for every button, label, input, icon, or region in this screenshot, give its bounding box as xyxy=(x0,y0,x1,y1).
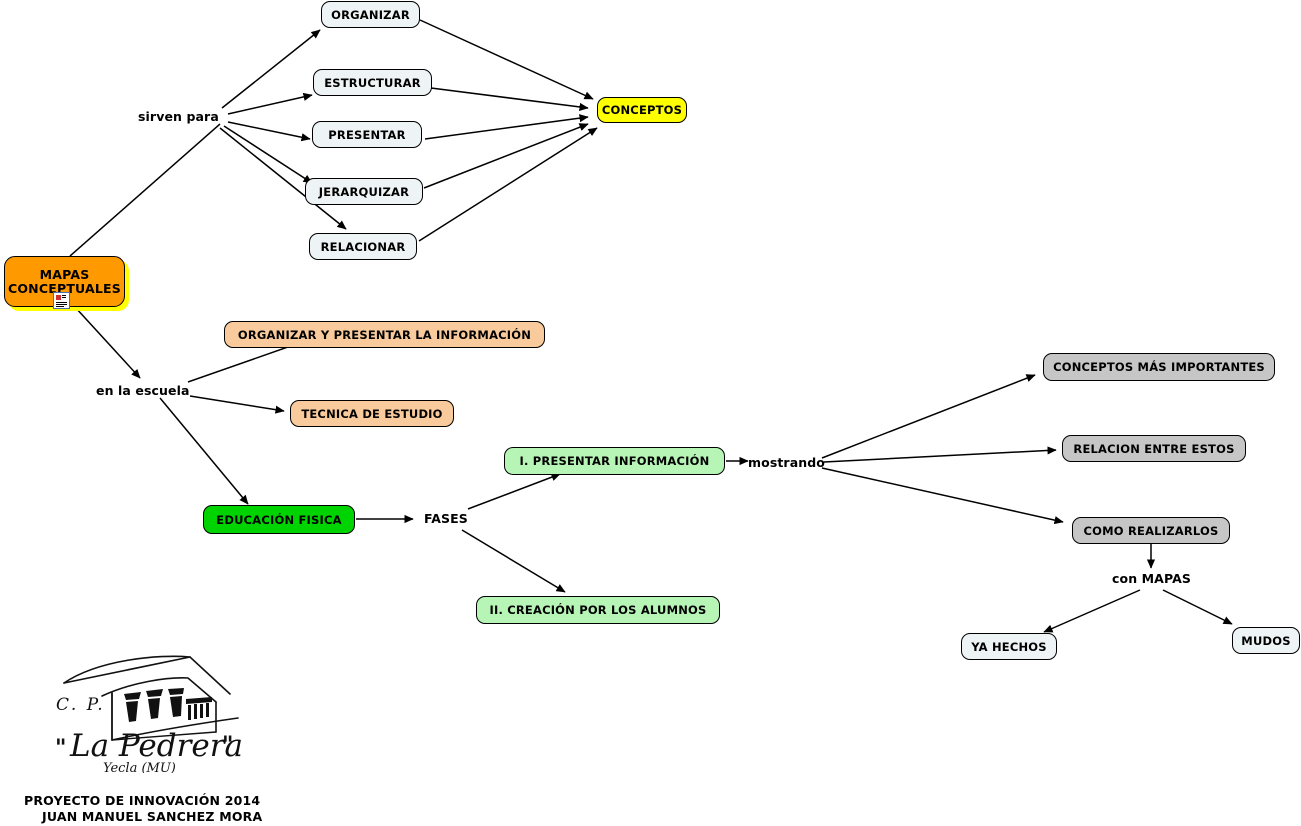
link-label-con-mapas-text: con MAPAS xyxy=(1112,571,1191,586)
node-educacion-label: EDUCACIÓN FISICA xyxy=(216,512,342,527)
node-organizar-presentar-informacion[interactable]: ORGANIZAR Y PRESENTAR LA INFORMACIÓN xyxy=(224,321,545,348)
node-jerarquizar-label: JERARQUIZAR xyxy=(318,184,410,199)
edge-mostrando-como-realizarlos xyxy=(821,467,1064,525)
node-conceptos-importantes-label: CONCEPTOS MÁS IMPORTANTES xyxy=(1053,360,1265,374)
node-tecnica-label: TECNICA DE ESTUDIO xyxy=(301,406,443,421)
node-tecnica-de-estudio[interactable]: TECNICA DE ESTUDIO xyxy=(290,400,454,427)
node-presentar[interactable]: PRESENTAR xyxy=(312,121,422,148)
logo-town-text: Yecla (MU) xyxy=(103,761,176,773)
link-label-en-la-escuela: en la escuela xyxy=(96,383,190,398)
node-relacionar[interactable]: RELACIONAR xyxy=(309,233,417,260)
edge-root-to-sirven-para xyxy=(69,123,221,257)
link-label-sirven-para-text: sirven para xyxy=(138,109,219,124)
node-fase-2-creacion-por-los-alumnos[interactable]: II. CREACIÓN POR LOS ALUMNOS xyxy=(476,596,720,624)
node-ya-hechos[interactable]: YA HECHOS xyxy=(961,633,1057,660)
node-educacion-fisica[interactable]: EDUCACIÓN FISICA xyxy=(203,505,355,534)
node-como-realizarlos-label: COMO REALIZARLOS xyxy=(1083,523,1219,538)
edge-fases-fase2 xyxy=(461,529,566,593)
node-estructurar[interactable]: ESTRUCTURAR xyxy=(313,69,432,96)
node-ya-hechos-label: YA HECHOS xyxy=(971,639,1047,654)
document-icon[interactable] xyxy=(53,292,70,309)
edge-organizar-conceptos xyxy=(419,19,594,100)
edge-escuela-educacion xyxy=(159,397,249,505)
link-label-mostrando-text: mostrando xyxy=(748,455,825,470)
node-como-realizarlos[interactable]: COMO REALIZARLOS xyxy=(1072,517,1230,544)
edge-escuela-tecnica xyxy=(189,395,285,414)
edge-jerarquizar-conceptos xyxy=(423,123,589,189)
edge-mostrando-conceptos-importantes xyxy=(821,374,1036,459)
link-label-sirven-para: sirven para xyxy=(138,109,219,124)
edge-sirven-presentar xyxy=(227,121,311,142)
node-relacion-entre-estos[interactable]: RELACION ENTRE ESTOS xyxy=(1062,435,1246,462)
footer-line-2: JUAN MANUEL SANCHEZ MORA xyxy=(42,808,263,824)
edge-presentar-conceptos xyxy=(424,114,589,140)
node-fase-1-presentar-informacion[interactable]: I. PRESENTAR INFORMACIÓN xyxy=(504,447,725,475)
edge-sirven-jerarquizar xyxy=(223,125,313,184)
node-presentar-label: PRESENTAR xyxy=(328,127,406,142)
edge-estructurar-conceptos xyxy=(430,87,589,111)
logo-quote-close: " xyxy=(222,732,233,758)
edge-con-mapas-mudos xyxy=(1162,589,1233,625)
node-organizar-presentar-label: ORGANIZAR Y PRESENTAR LA INFORMACIÓN xyxy=(237,327,532,342)
node-relacionar-label: RELACIONAR xyxy=(320,239,406,254)
node-mudos-label: MUDOS xyxy=(1241,633,1291,648)
node-conceptos-mas-importantes[interactable]: CONCEPTOS MÁS IMPORTANTES xyxy=(1043,353,1275,381)
school-logo: C. P. " La Pedrera " Yecla (MU) xyxy=(40,648,250,776)
edge-sirven-organizar xyxy=(221,29,321,109)
edge-con-mapas-ya-hechos xyxy=(1043,589,1141,633)
edge-fases-fase1 xyxy=(467,473,561,510)
node-fase1-label: I. PRESENTAR INFORMACIÓN xyxy=(519,454,710,468)
logo-name-text: La Pedrera xyxy=(69,728,243,764)
link-label-fases-text: FASES xyxy=(424,511,468,526)
edge-mostrando-relacion-estos xyxy=(823,446,1057,463)
edge-relacionar-conceptos xyxy=(418,127,598,242)
link-label-mostrando: mostrando xyxy=(748,455,825,470)
node-estructurar-label: ESTRUCTURAR xyxy=(324,75,421,90)
node-mudos[interactable]: MUDOS xyxy=(1232,627,1300,654)
node-relacion-estos-label: RELACION ENTRE ESTOS xyxy=(1073,441,1235,456)
node-organizar-label: ORGANIZAR xyxy=(331,7,410,22)
footer-credit: PROYECTO DE INNOVACIÓN 2014 JUAN MANUEL … xyxy=(24,793,262,824)
node-organizar[interactable]: ORGANIZAR xyxy=(321,1,420,28)
edge-sirven-estructurar xyxy=(227,92,313,115)
link-label-fases: FASES xyxy=(424,511,468,526)
logo-quote-open: " xyxy=(55,735,66,761)
node-fase2-label: II. CREACIÓN POR LOS ALUMNOS xyxy=(489,603,707,617)
node-conceptos[interactable]: CONCEPTOS xyxy=(597,97,687,123)
node-root-line-2: CONCEPTUALES xyxy=(7,280,121,296)
edge-root-to-en-la-escuela xyxy=(74,306,141,379)
link-label-con-mapas: con MAPAS xyxy=(1112,571,1191,586)
link-label-en-la-escuela-text: en la escuela xyxy=(96,383,190,398)
node-conceptos-label: CONCEPTOS xyxy=(601,103,683,117)
logo-cp-text: C. P. xyxy=(56,695,105,715)
node-root-line-1: MAPAS xyxy=(39,266,90,282)
footer-line-1: PROYECTO DE INNOVACIÓN 2014 xyxy=(24,793,261,808)
node-jerarquizar[interactable]: JERARQUIZAR xyxy=(305,178,423,205)
